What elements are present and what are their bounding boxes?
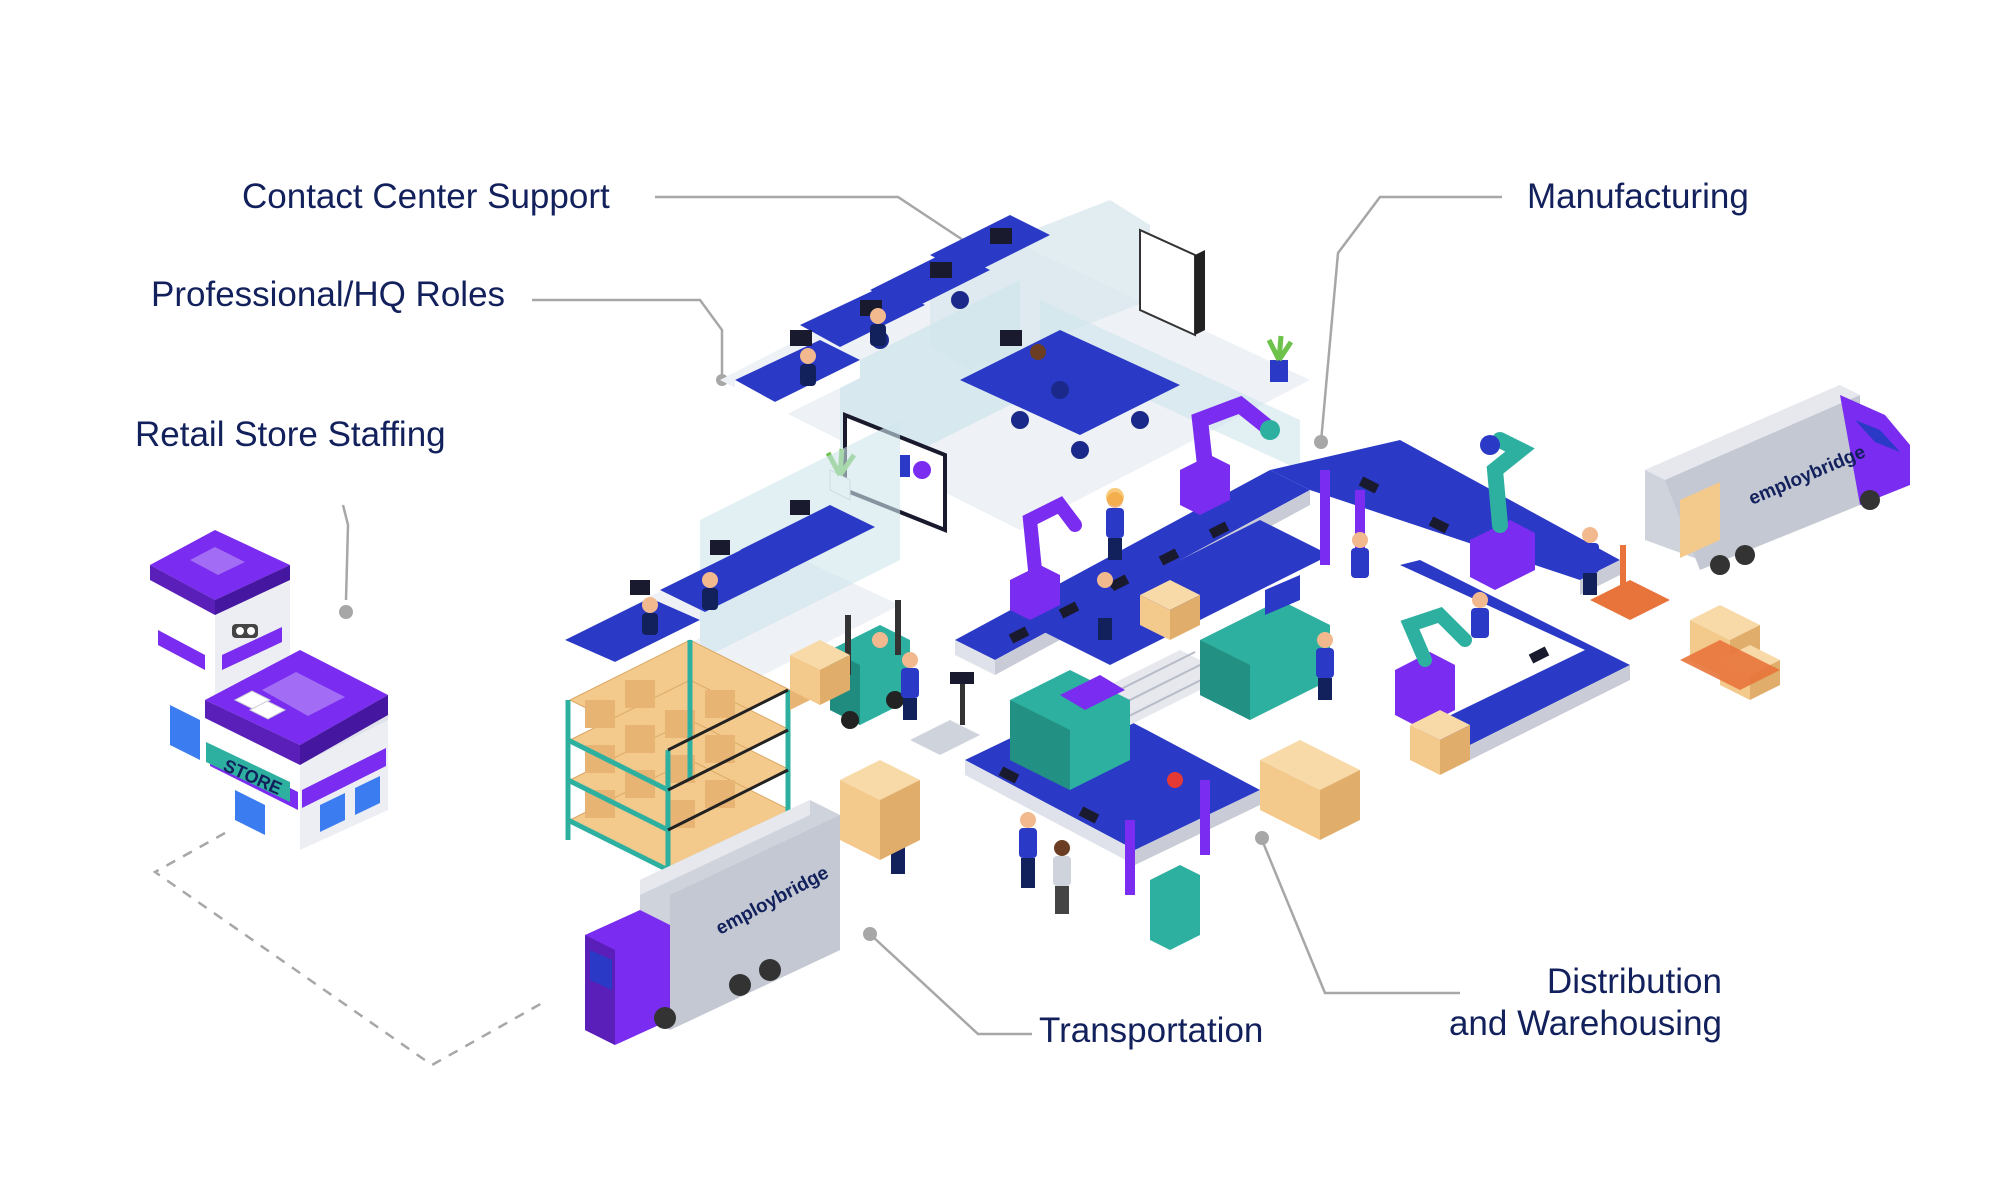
leader-transportation	[871, 935, 1032, 1036]
cardboard-boxes-icon	[790, 580, 1780, 860]
robot-arm-icon-3	[1010, 496, 1082, 620]
leader-dots	[339, 240, 1328, 941]
leader-manufacturing	[1319, 195, 1502, 443]
leader-professional-hq	[532, 298, 724, 380]
pallet-jack-icon	[1590, 545, 1670, 620]
weight-scale-icon	[910, 672, 980, 755]
conveyor-line-icon	[955, 440, 1630, 950]
label-manufacturing: Manufacturing	[1527, 177, 1749, 216]
label-distribution-line2: and Warehousing	[1448, 1004, 1722, 1043]
robot-arm-icon-4	[1395, 606, 1472, 728]
store-building-icon: STORE	[150, 530, 388, 850]
pallet-rack-icon	[565, 639, 792, 885]
label-professional-hq-roles: Professional/HQ Roles	[151, 275, 506, 314]
leader-contact-center	[655, 195, 973, 248]
label-distribution-line1: Distribution	[1546, 962, 1722, 1001]
leader-lines	[152, 195, 1502, 1067]
delivery-truck-icon-2: employbridge	[585, 800, 840, 1045]
plant-icon-2	[1266, 335, 1294, 382]
label-transportation: Transportation	[1039, 1011, 1264, 1050]
label-contact-center-support: Contact Center Support	[242, 177, 610, 216]
delivery-truck-icon: employbridge	[1645, 385, 1910, 575]
leader-dashed-retail	[152, 831, 545, 1067]
robot-arm-icon-2	[1470, 432, 1535, 590]
robot-arm-icon	[1180, 395, 1280, 515]
leader-distribution	[1260, 839, 1460, 995]
workers-icon	[889, 488, 1599, 914]
leader-retail	[341, 504, 350, 601]
label-retail-store-staffing: Retail Store Staffing	[135, 415, 446, 454]
